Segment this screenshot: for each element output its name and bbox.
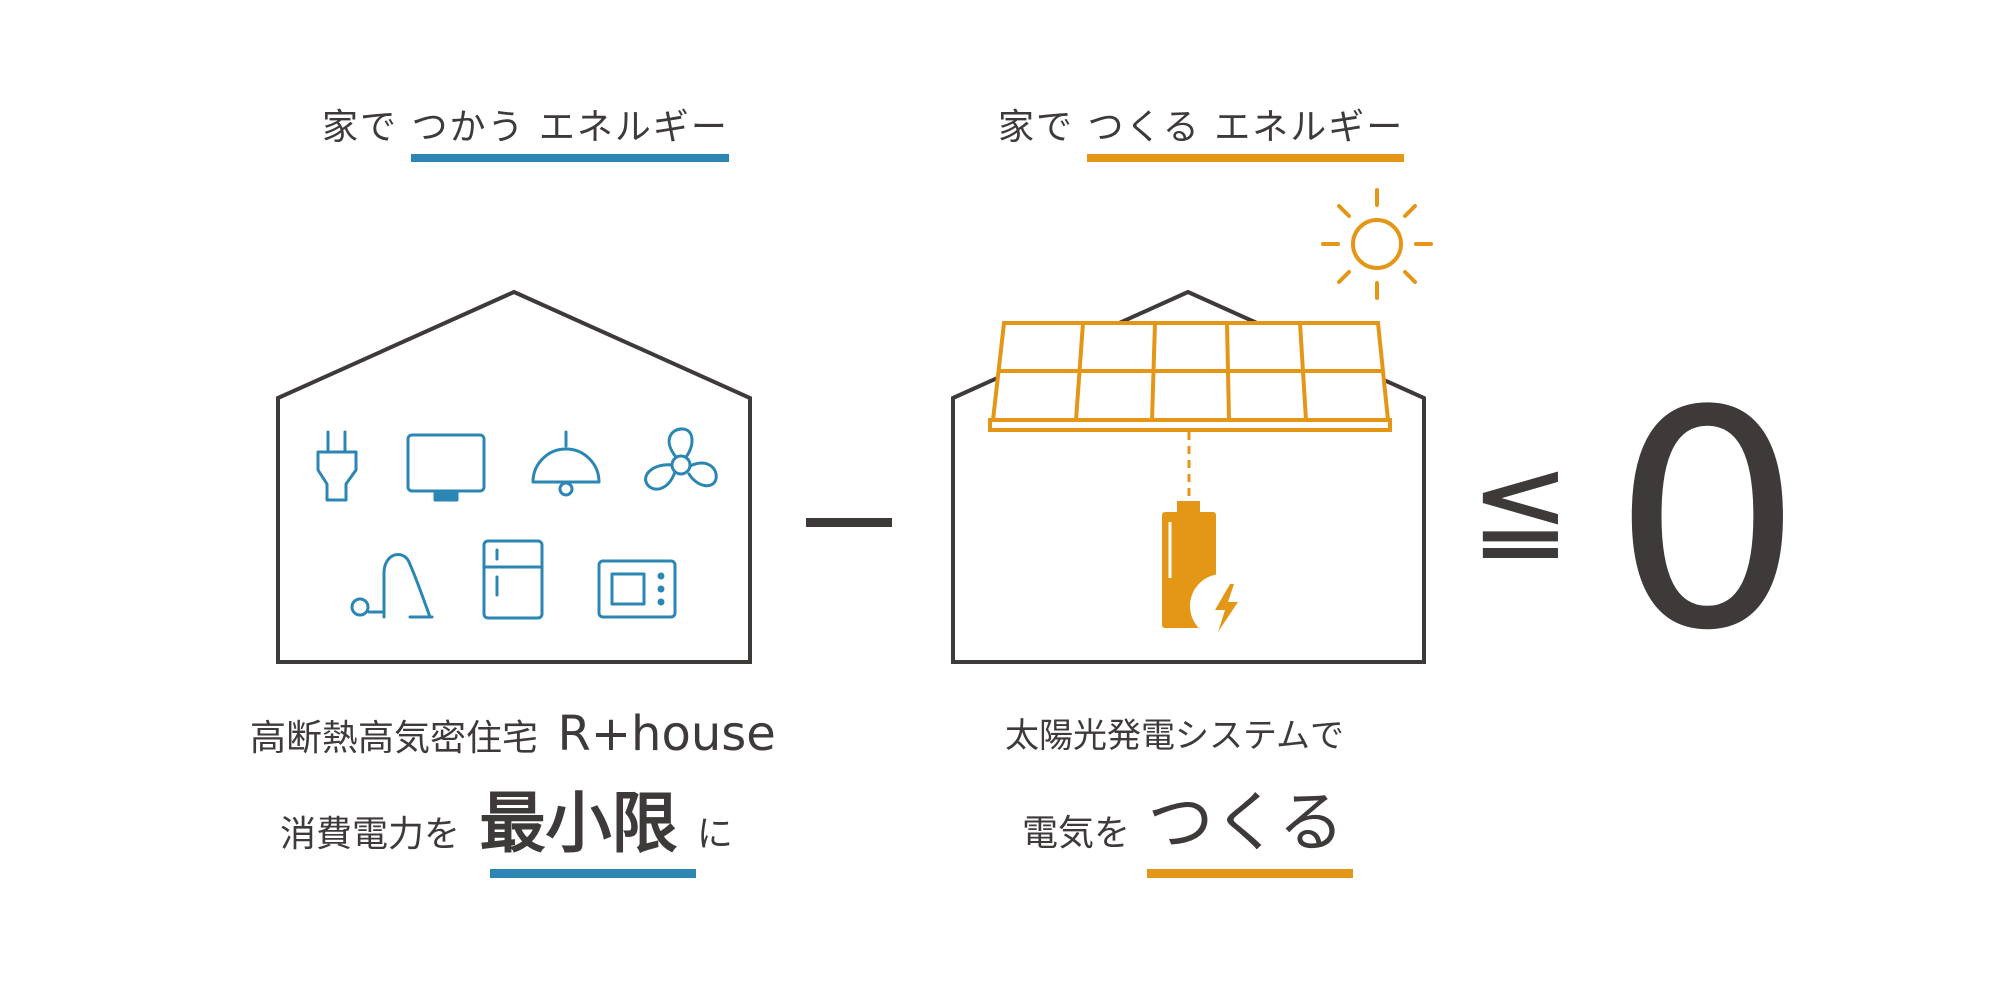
left-caption-suffix: に	[696, 814, 733, 855]
left-caption-brand: R+house	[557, 706, 776, 762]
heading-use-prefix: 家で	[322, 107, 399, 148]
solar-panel-icon	[988, 321, 1392, 432]
less-equal-sign: ≦	[1470, 438, 1571, 577]
left-caption-line2: 消費電力を 最小限 に	[280, 786, 733, 872]
heading-make-highlight: つくる エネルギー	[1087, 98, 1404, 162]
heading-make-energy: 家で つくる エネルギー	[998, 98, 1404, 162]
right-caption-prefix: 電気を	[1022, 813, 1131, 854]
left-caption-emphasis: 最小限	[479, 784, 678, 862]
microwave-icon	[597, 559, 677, 619]
heading-make-prefix: 家で	[998, 107, 1075, 148]
left-caption-house-type: 高断熱高気密住宅	[250, 718, 539, 759]
right-caption-line2: 電気を つくる	[1022, 786, 1344, 871]
left-house-outline	[276, 289, 752, 664]
refrigerator-icon	[482, 539, 544, 620]
zero-result: 0	[1612, 347, 1803, 696]
battery-icon	[1162, 501, 1254, 638]
left-caption-line1: 高断熱高気密住宅 R+house	[250, 710, 776, 761]
minus-sign	[806, 518, 892, 527]
fan-icon	[644, 427, 718, 491]
lightning-icon	[1215, 584, 1238, 632]
heading-use-highlight: つかう エネルギー	[411, 98, 730, 162]
left-caption-prefix: 消費電力を	[280, 814, 461, 855]
sun-icon	[1321, 188, 1433, 300]
right-caption-emphasis: つくる	[1147, 784, 1345, 861]
heading-use-energy: 家で つかう エネルギー	[322, 98, 730, 162]
vacuum-cleaner-icon	[350, 553, 434, 619]
right-emphasis-underline	[1147, 869, 1353, 878]
right-caption-line1: 太陽光発電システムで	[1005, 716, 1344, 756]
left-emphasis-underline	[490, 869, 696, 878]
plug-icon	[316, 430, 358, 502]
tv-icon	[406, 433, 486, 502]
ceiling-lamp-icon	[531, 430, 601, 497]
